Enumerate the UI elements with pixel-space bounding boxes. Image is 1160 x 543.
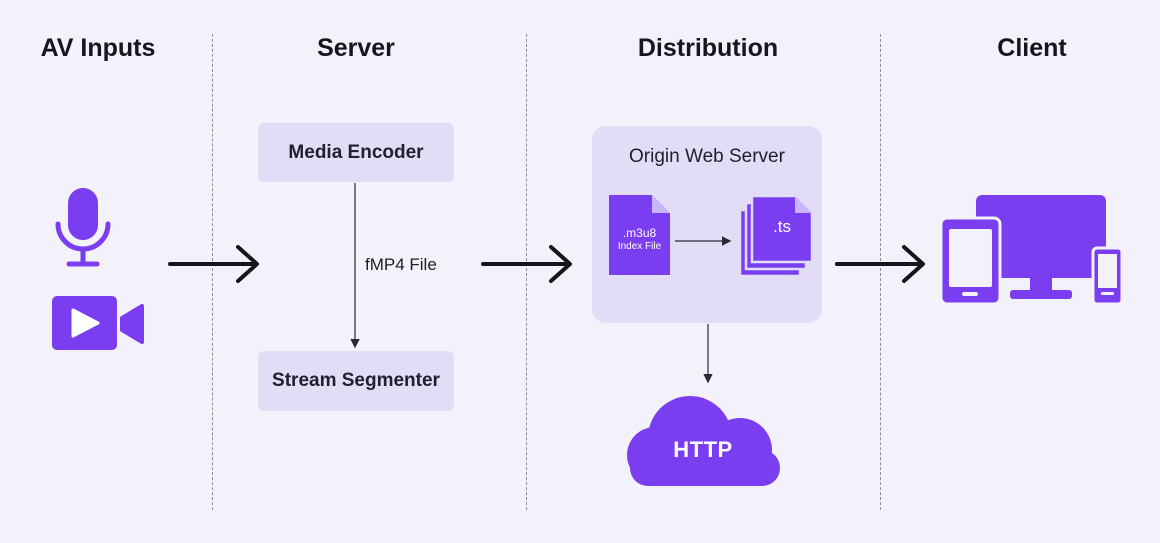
video-camera-icon	[52, 296, 144, 350]
http-label: HTTP	[673, 437, 733, 462]
index-file-caption: Index File	[617, 241, 662, 252]
stacked-files-icon	[738, 194, 814, 278]
stream-segmenter-label: Stream Segmenter	[272, 370, 440, 391]
column-title-server: Server	[317, 34, 395, 62]
origin-web-server-title: Origin Web Server	[629, 146, 785, 167]
column-title-client: Client	[997, 34, 1067, 62]
cloud-icon	[627, 396, 780, 486]
arrow-inputs-to-server	[168, 245, 259, 283]
index-file-extension: .m3u8	[622, 226, 657, 240]
column-title-distribution: Distribution	[637, 34, 779, 62]
column-title-av-inputs: AV Inputs	[40, 34, 156, 62]
media-encoder-label: Media Encoder	[288, 141, 424, 163]
arrow-distribution-to-client	[835, 245, 925, 283]
divider-3	[880, 34, 881, 510]
divider-1	[212, 34, 213, 510]
fmp4-flow-label: fMP4 File	[365, 255, 437, 274]
arrow-server-to-distribution	[481, 245, 572, 283]
divider-2	[526, 34, 527, 510]
stream-segmenter-box: Stream Segmenter	[258, 351, 454, 411]
file-icon	[609, 195, 670, 275]
media-encoder-box: Media Encoder	[258, 123, 454, 182]
microphone-icon	[55, 188, 111, 267]
ts-file-extension: .ts	[773, 217, 791, 236]
devices-icon	[939, 195, 1124, 306]
